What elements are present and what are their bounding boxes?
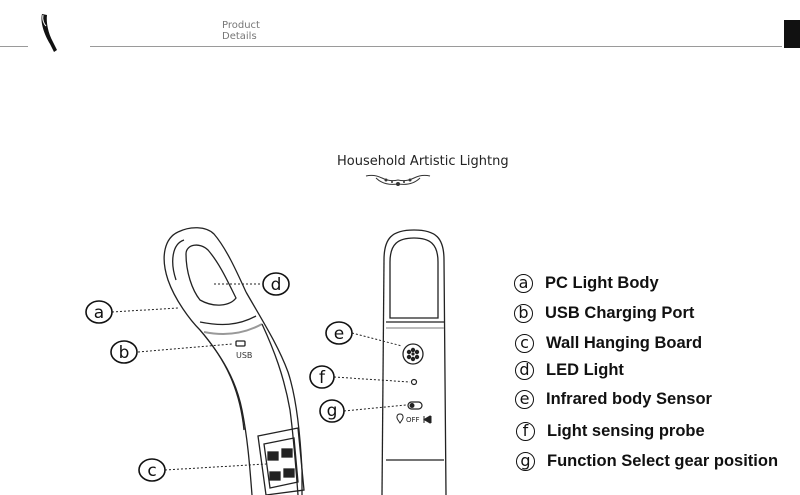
legend-text: USB Charging Port bbox=[545, 303, 695, 322]
legend-item-c: c Wall Hanging Board bbox=[515, 332, 702, 354]
callout-lines bbox=[111, 283, 411, 471]
legend-letter: c bbox=[515, 333, 534, 353]
legend-text: Wall Hanging Board bbox=[546, 333, 703, 352]
header-divider bbox=[90, 46, 782, 47]
legend-letter: g bbox=[516, 451, 535, 471]
legend-letter: a bbox=[514, 273, 533, 293]
legend-letter: b bbox=[514, 303, 533, 323]
callout-a-marker bbox=[85, 300, 113, 324]
callout-a-letter: a bbox=[94, 303, 104, 323]
legend-text: Light sensing probe bbox=[547, 421, 705, 440]
callout-d-marker bbox=[262, 272, 290, 296]
legend-text: Function Select gear position bbox=[547, 451, 779, 470]
legend-letter: e bbox=[515, 389, 534, 409]
callout-f-letter: f bbox=[319, 368, 326, 388]
header-divider-left bbox=[0, 46, 28, 47]
legend-letter: d bbox=[515, 360, 534, 380]
callout-g-marker bbox=[319, 399, 345, 423]
callout-f-marker bbox=[309, 365, 335, 389]
header-title-line1: Product bbox=[222, 20, 260, 31]
lamp-logo-icon bbox=[41, 14, 57, 52]
wall-hanging-board bbox=[257, 427, 305, 495]
legend-item-a: a PC Light Body bbox=[514, 272, 659, 294]
callout-markers bbox=[85, 272, 353, 482]
callout-c-marker bbox=[138, 458, 166, 482]
legend-item-e: e Infrared body Sensor bbox=[515, 388, 712, 410]
lamp-front-view bbox=[381, 229, 447, 495]
legend-text: PC Light Body bbox=[545, 273, 659, 292]
callout-g-letter: g bbox=[327, 401, 338, 421]
page-header: Product Details bbox=[0, 0, 800, 55]
ornament-icon bbox=[365, 174, 431, 186]
legend-letter: f bbox=[516, 421, 535, 441]
header-title: Product Details bbox=[222, 20, 260, 42]
callout-c-letter: c bbox=[147, 461, 156, 481]
light-probe-icon bbox=[410, 378, 418, 386]
callout-letters: a b c d e f g bbox=[94, 275, 344, 481]
infrared-sensor-icon bbox=[402, 343, 424, 365]
switch-labels: OFF bbox=[396, 413, 432, 424]
callout-e-letter: e bbox=[334, 324, 344, 344]
legend-item-b: b USB Charging Port bbox=[514, 302, 694, 324]
header-corner-block bbox=[784, 20, 800, 48]
gear-switch-icon bbox=[407, 401, 423, 410]
legend-item-g: g Function Select gear position bbox=[516, 450, 778, 472]
legend-text: LED Light bbox=[546, 360, 624, 379]
legend-item-f: f Light sensing probe bbox=[516, 420, 705, 442]
callout-b-marker bbox=[110, 340, 138, 364]
legend-text: Infrared body Sensor bbox=[546, 389, 712, 408]
callout-e-marker bbox=[325, 321, 353, 345]
callout-b-letter: b bbox=[119, 343, 130, 363]
usb-label: USB bbox=[236, 351, 252, 360]
callout-d-letter: d bbox=[271, 275, 282, 295]
header-title-line2: Details bbox=[222, 31, 257, 42]
lamp-side-view bbox=[163, 227, 303, 495]
off-label: OFF bbox=[406, 416, 420, 424]
section-title: Household Artistic Lightng bbox=[337, 154, 509, 169]
legend-item-d: d LED Light bbox=[515, 359, 624, 381]
